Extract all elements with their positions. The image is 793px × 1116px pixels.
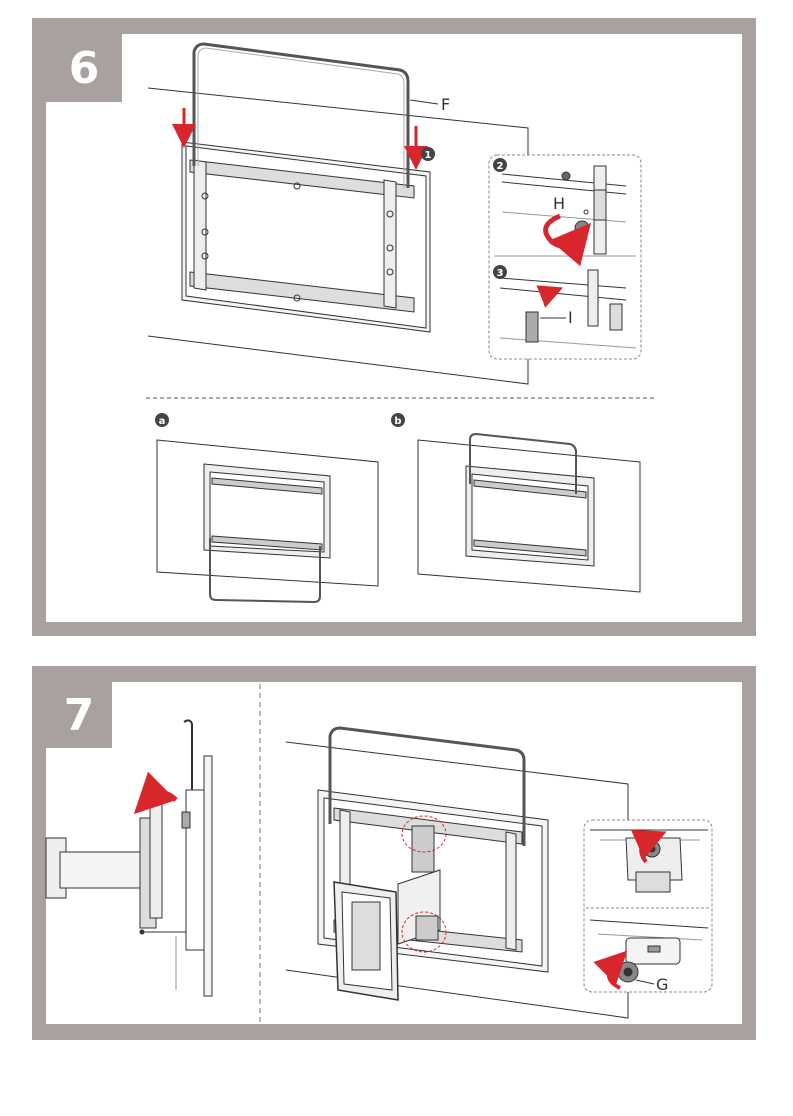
label-I: I [568, 308, 573, 327]
label-G: G [656, 975, 668, 994]
variant-a-illustration [157, 440, 378, 602]
substep-3-label: 3 [497, 268, 504, 279]
side-view-illustration [46, 720, 212, 996]
variant-b-label: b [394, 416, 401, 427]
label-F: F [441, 95, 450, 114]
substep-2-label: 2 [497, 161, 504, 172]
substep-1-label: 1 [425, 150, 432, 161]
variant-b-illustration [418, 434, 640, 592]
label-H: H [553, 194, 565, 213]
step6-main-illustration [148, 44, 528, 384]
step7-main-illustration [286, 728, 628, 1018]
variant-a-label: a [159, 416, 166, 427]
